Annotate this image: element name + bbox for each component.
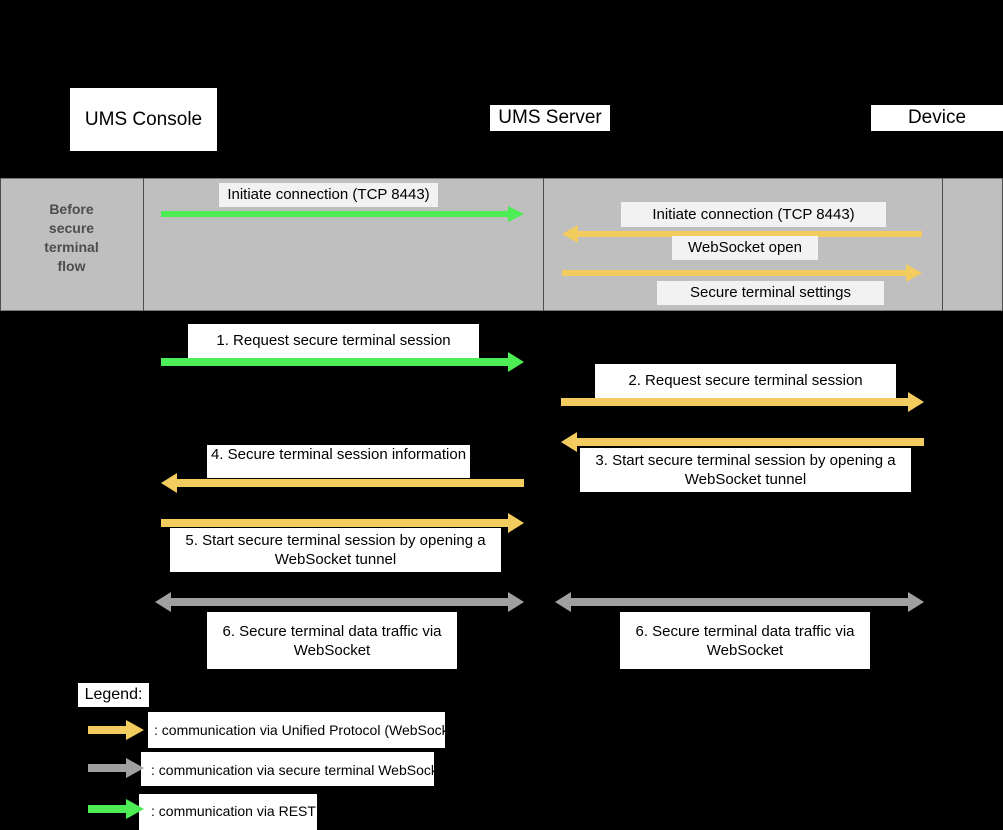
step-3-arrow-left-icon <box>561 431 924 453</box>
step-6a-label: 6. Secure terminal data traffic via WebS… <box>207 612 457 669</box>
step-2-label: 2. Request secure terminal session <box>595 364 896 398</box>
legend-secure-terminal-arrow-right-icon <box>88 758 144 778</box>
step-2-arrow-right-icon <box>561 391 924 413</box>
band-message-1-arrow-right-icon <box>161 203 524 225</box>
legend-row-2-background <box>141 752 434 786</box>
step-6b-label: 6. Secure terminal data traffic via WebS… <box>620 612 870 669</box>
legend-secure-terminal-text: : communication via secure terminal WebS… <box>151 762 450 778</box>
legend-unified-text: : communication via Unified Protocol (We… <box>154 722 465 738</box>
band-divider-1 <box>143 178 144 311</box>
band-message-2-arrow-left-icon <box>562 223 922 245</box>
band-divider-2 <box>543 178 544 311</box>
step-4-arrow-left-icon <box>161 472 524 494</box>
legend-title: Legend: <box>78 683 149 707</box>
band-divider-3 <box>942 178 943 311</box>
legend-unified-arrow-right-icon <box>88 720 144 740</box>
legend-rest-text: : communication via REST <box>151 803 316 819</box>
step-4-label: 4. Secure terminal session information <box>207 445 470 478</box>
legend-rest-arrow-right-icon <box>88 799 144 819</box>
step-1-label: 1. Request secure terminal session <box>188 324 479 358</box>
band-message-2-label: Initiate connection (TCP 8443) <box>621 202 886 227</box>
band-message-3-label: WebSocket open <box>672 236 818 260</box>
band-edge-left <box>0 178 1 311</box>
actor-ums-console: UMS Console <box>70 88 217 151</box>
actor-device: Device <box>871 105 1003 131</box>
step-6a-arrow-both-icon <box>155 591 524 613</box>
actor-ums-server: UMS Server <box>490 105 610 131</box>
step-6b-arrow-both-icon <box>555 591 924 613</box>
legend-row-1-background <box>148 712 445 748</box>
step-5-label: 5. Start secure terminal session by open… <box>170 528 501 572</box>
band-label: Before secure terminal flow <box>44 201 99 274</box>
step-1-arrow-right-icon <box>161 351 524 373</box>
step-5-arrow-right-icon <box>161 512 524 534</box>
band-message-1-label: Initiate connection (TCP 8443) <box>219 183 438 207</box>
band-message-4-arrow-right-icon <box>562 262 922 284</box>
legend-row-3-background <box>139 794 317 830</box>
band-message-4-label: Secure terminal settings <box>657 281 884 305</box>
step-3-label: 3. Start secure terminal session by open… <box>580 448 911 492</box>
